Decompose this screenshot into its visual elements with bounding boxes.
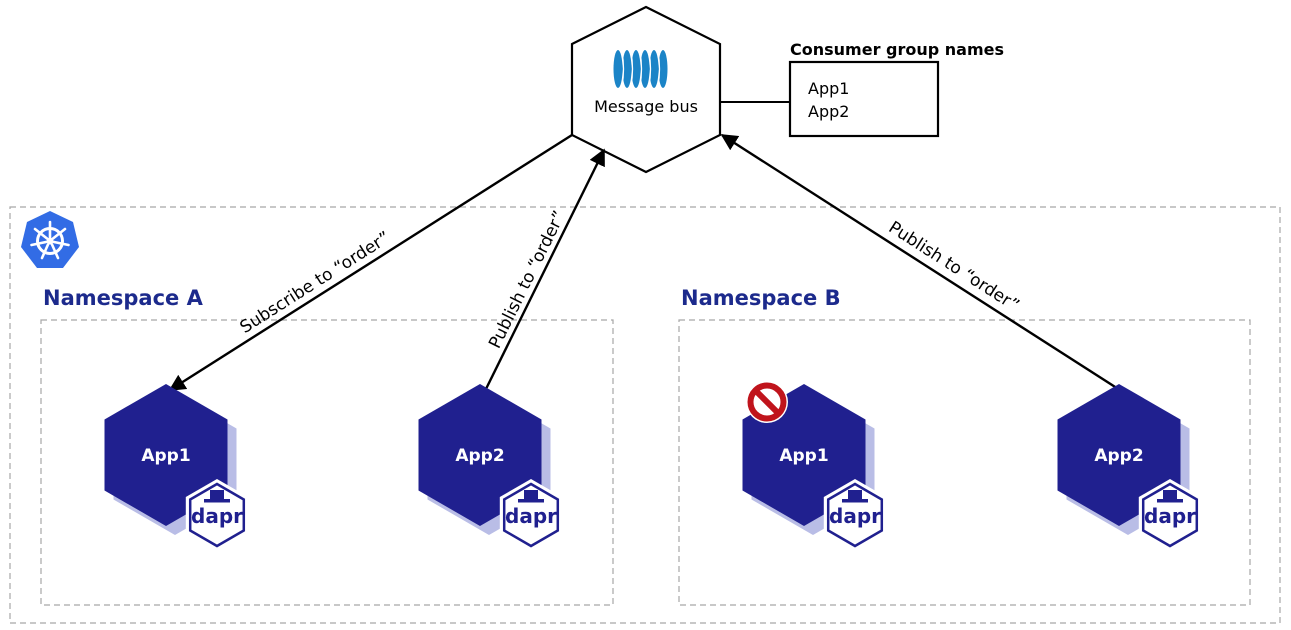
connection-publish-a: Publish to “order” [482, 148, 606, 394]
app-label: App2 [1094, 446, 1143, 466]
dapr-hat-icon [1157, 490, 1183, 503]
namespace-b-title: Namespace B [681, 286, 841, 310]
app-label: App1 [779, 446, 828, 466]
dapr-badge: dapr [499, 479, 563, 551]
consumer-group-name: App2 [808, 102, 849, 121]
dapr-badge: dapr [823, 479, 887, 551]
namespace-a: Namespace A [40, 286, 614, 606]
dapr-hat-icon [204, 490, 230, 503]
queue-icon [613, 50, 670, 88]
dapr-logo-text: dapr [191, 504, 243, 528]
app-node: App1 dapr [104, 384, 249, 551]
connection-publish-b: Publish to “order” [720, 133, 1124, 394]
cluster-boundary [9, 206, 1281, 624]
connection-label: Subscribe to “order” [237, 228, 394, 338]
dapr-hat-icon [518, 490, 544, 503]
dapr-logo-text: dapr [829, 504, 881, 528]
message-bus: Message bus [570, 5, 722, 174]
app-node: App1 dapr [742, 381, 887, 551]
consumer-group: Consumer group names App1 App2 [720, 40, 1004, 138]
namespace-a-title: Namespace A [43, 286, 204, 310]
app-label: App1 [141, 446, 190, 466]
connection-label: Publish to “order” [885, 218, 1023, 316]
consumer-group-name: App1 [808, 79, 849, 98]
app-node: App2 dapr [1057, 384, 1202, 551]
connection-label: Publish to “order” [485, 208, 570, 352]
dapr-badge: dapr [1138, 479, 1202, 551]
namespace-b: Namespace B [678, 286, 1251, 606]
app-node: App2 dapr [418, 384, 563, 551]
blocked-icon [746, 381, 788, 423]
dapr-logo-text: dapr [1144, 504, 1196, 528]
dapr-hat-icon [842, 490, 868, 503]
consumer-group-title: Consumer group names [790, 40, 1004, 59]
dapr-logo-text: dapr [505, 504, 557, 528]
dapr-badge: dapr [185, 479, 249, 551]
app-label: App2 [455, 446, 504, 466]
connection-subscribe: Subscribe to “order” [168, 133, 573, 392]
kubernetes-icon [21, 211, 79, 268]
message-bus-label: Message bus [594, 97, 698, 116]
